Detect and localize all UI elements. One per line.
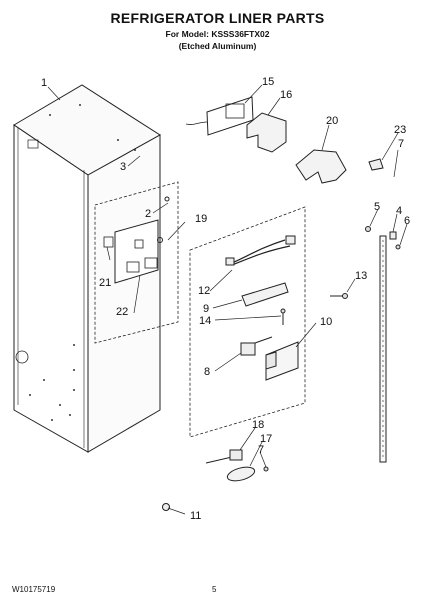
callout-7c: 7 xyxy=(258,444,264,456)
page-title: REFRIGERATOR LINER PARTS xyxy=(110,10,325,26)
callout-19: 19 xyxy=(195,213,207,225)
clip-23 xyxy=(368,158,384,171)
callout-22: 22 xyxy=(116,306,128,318)
page-number: 5 xyxy=(212,585,217,594)
callout-9: 9 xyxy=(203,303,209,315)
callout-8: 8 xyxy=(204,366,210,378)
document-id: W10175719 xyxy=(12,585,56,594)
light-socket-8 xyxy=(240,342,256,356)
callout-4: 4 xyxy=(396,205,402,217)
mounting-bracket-panel xyxy=(103,196,170,284)
dashed-group-right xyxy=(189,206,306,438)
trim-strip xyxy=(379,235,387,463)
callout-23: 23 xyxy=(394,124,406,136)
callout-12: 12 xyxy=(198,285,210,297)
cover-16 xyxy=(246,112,287,153)
callout-20: 20 xyxy=(326,115,338,127)
callout-15: 15 xyxy=(262,76,274,88)
light-housing-9 xyxy=(241,282,289,307)
variant-line: (Etched Aluminum) xyxy=(178,41,257,51)
callout-1: 1 xyxy=(41,77,47,89)
nut-11 xyxy=(162,503,170,511)
callout-11: 11 xyxy=(190,510,201,522)
callout-5: 5 xyxy=(374,201,380,213)
model-line: For Model: KSSS36FTX02 xyxy=(165,29,270,39)
callout-18: 18 xyxy=(252,419,264,431)
callout-13: 13 xyxy=(355,270,367,282)
housing-10 xyxy=(265,341,299,381)
wire-connector-18 xyxy=(205,449,243,464)
callout-17: 17 xyxy=(260,433,272,445)
callout-6: 6 xyxy=(404,215,410,227)
control-module-15 xyxy=(185,96,254,136)
callout-labels: 1 2 3 4 5 6 7 7 7 8 9 10 11 12 13 14 15 … xyxy=(41,76,410,522)
callout-14: 14 xyxy=(199,315,211,327)
callout-7a: 7 xyxy=(398,138,404,150)
part-17 xyxy=(226,466,256,482)
cover-20 xyxy=(295,149,347,184)
callout-16: 16 xyxy=(280,89,292,101)
callout-21: 21 xyxy=(99,277,111,289)
liner-cabinet xyxy=(13,84,161,453)
callout-2: 2 xyxy=(145,208,151,220)
wire-harness xyxy=(231,239,291,266)
callout-10: 10 xyxy=(320,316,332,328)
dashed-group-left xyxy=(94,181,179,344)
callout-3: 3 xyxy=(120,161,126,173)
